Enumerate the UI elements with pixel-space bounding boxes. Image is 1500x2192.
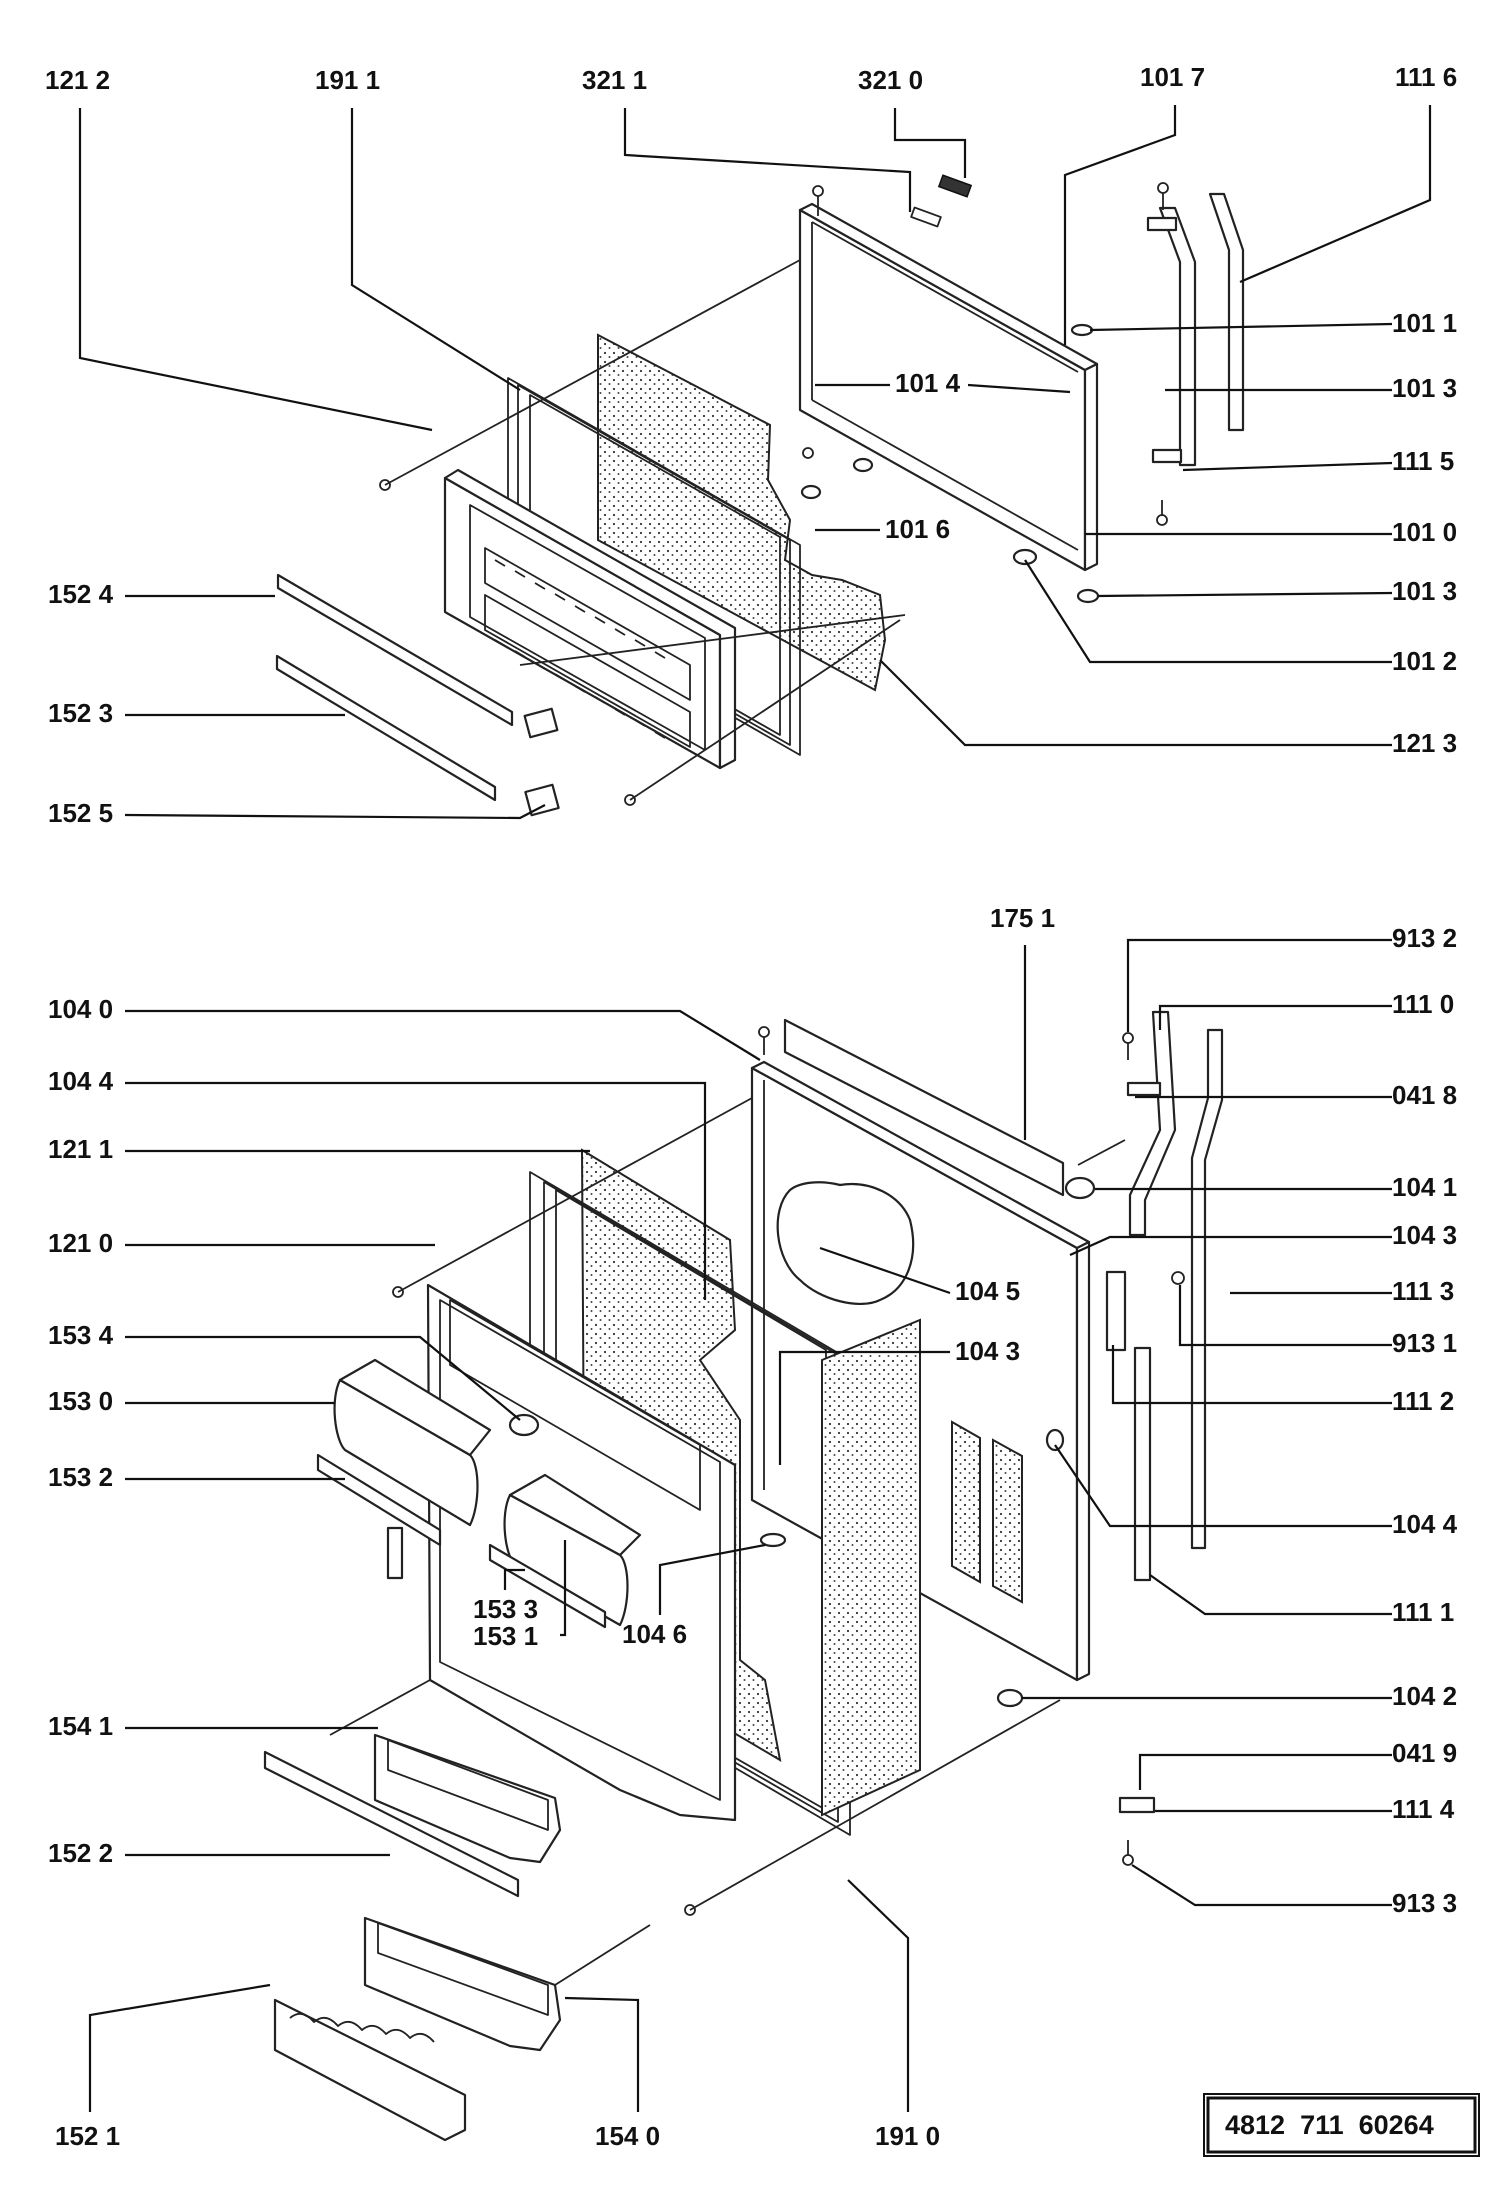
callout-labels: 121 2 191 1 321 1 321 0 101 7 111 6 101 … xyxy=(45,62,1458,2151)
label-152-1: 152 1 xyxy=(55,2121,120,2151)
label-104-6: 104 6 xyxy=(622,1619,687,1649)
label-101-3-a: 101 3 xyxy=(1392,373,1457,403)
label-101-3-b: 101 3 xyxy=(1392,576,1457,606)
label-111-1: 111 1 xyxy=(1392,1597,1454,1627)
magnetic-strip-b xyxy=(992,1438,1023,1604)
label-153-3: 153 3 xyxy=(473,1594,538,1624)
label-101-2: 101 2 xyxy=(1392,646,1457,676)
label-111-0: 111 0 xyxy=(1392,989,1454,1019)
label-101-1: 101 1 xyxy=(1392,308,1457,338)
label-152-4: 152 4 xyxy=(48,579,114,609)
label-121-0: 121 0 xyxy=(48,1228,113,1258)
label-101-6: 101 6 xyxy=(885,514,950,544)
label-153-4: 153 4 xyxy=(48,1320,114,1350)
label-104-4-b: 104 4 xyxy=(1392,1509,1458,1539)
label-patch xyxy=(776,1181,915,1305)
label-913-2: 913 2 xyxy=(1392,923,1457,953)
label-913-1: 913 1 xyxy=(1392,1328,1457,1358)
document-number-box: 4812 711 60264 xyxy=(1203,2093,1480,2157)
label-104-2: 104 2 xyxy=(1392,1681,1457,1711)
door-outer-panel xyxy=(798,202,1099,572)
label-104-5: 104 5 xyxy=(955,1276,1020,1306)
label-154-0: 154 0 xyxy=(595,2121,660,2151)
label-111-3: 111 3 xyxy=(1392,1276,1454,1306)
top-guide-lines xyxy=(384,259,906,801)
label-104-3-a: 104 3 xyxy=(1392,1220,1457,1250)
egg-tray xyxy=(273,1998,467,2142)
label-191-1: 191 1 xyxy=(315,65,380,95)
label-041-9: 041 9 xyxy=(1392,1738,1457,1768)
label-191-0: 191 0 xyxy=(875,2121,940,2151)
gasket-foam-strip xyxy=(821,1318,921,1817)
top-trim-strip xyxy=(783,1018,1065,1197)
label-104-4-a: 104 4 xyxy=(48,1066,114,1096)
label-101-0: 101 0 xyxy=(1392,517,1457,547)
label-153-2: 153 2 xyxy=(48,1462,113,1492)
label-104-0: 104 0 xyxy=(48,994,113,1024)
label-121-1: 121 1 xyxy=(48,1134,113,1164)
label-321-1: 321 1 xyxy=(582,65,647,95)
label-152-2: 152 2 xyxy=(48,1838,113,1868)
label-104-1: 104 1 xyxy=(1392,1172,1457,1202)
top-assembly xyxy=(275,174,1245,817)
label-121-3: 121 3 xyxy=(1392,728,1457,758)
label-153-0: 153 0 xyxy=(48,1386,113,1416)
bottom-assembly xyxy=(263,1010,1224,2142)
label-913-3: 913 3 xyxy=(1392,1888,1457,1918)
label-101-7: 101 7 xyxy=(1140,62,1205,92)
label-153-1: 153 1 xyxy=(473,1621,538,1651)
bottom-guide-lines xyxy=(329,1097,1126,1986)
door-bin-middle xyxy=(373,1733,562,1864)
label-111-2: 111 2 xyxy=(1392,1386,1454,1416)
door-shelf-bar-upper xyxy=(276,573,559,739)
fridge-hinge-assembly xyxy=(1105,1010,1224,1814)
door-shelf-bar-lower xyxy=(275,654,560,817)
label-111-4: 111 4 xyxy=(1392,1794,1455,1824)
label-175-1: 175 1 xyxy=(990,903,1055,933)
label-111-6: 111 6 xyxy=(1395,62,1457,92)
magnetic-strip-a xyxy=(951,1420,981,1584)
label-104-3-b: 104 3 xyxy=(955,1336,1020,1366)
label-152-5: 152 5 xyxy=(48,798,113,828)
label-321-0: 321 0 xyxy=(858,65,923,95)
label-154-1: 154 1 xyxy=(48,1711,113,1741)
label-152-3: 152 3 xyxy=(48,698,113,728)
label-111-5: 111 5 xyxy=(1392,446,1454,476)
label-121-2: 121 2 xyxy=(45,65,110,95)
dairy-compartment xyxy=(316,1358,492,1547)
label-101-4: 101 4 xyxy=(895,368,961,398)
door-hardware xyxy=(379,174,1169,806)
door-hinge-arm xyxy=(1146,192,1245,467)
document-number: 4812 711 60264 xyxy=(1225,2110,1434,2140)
fridge-door-hardware xyxy=(386,1026,1185,1916)
label-041-8: 041 8 xyxy=(1392,1080,1457,1110)
door-shelf-bar-bottom xyxy=(263,1750,520,1898)
